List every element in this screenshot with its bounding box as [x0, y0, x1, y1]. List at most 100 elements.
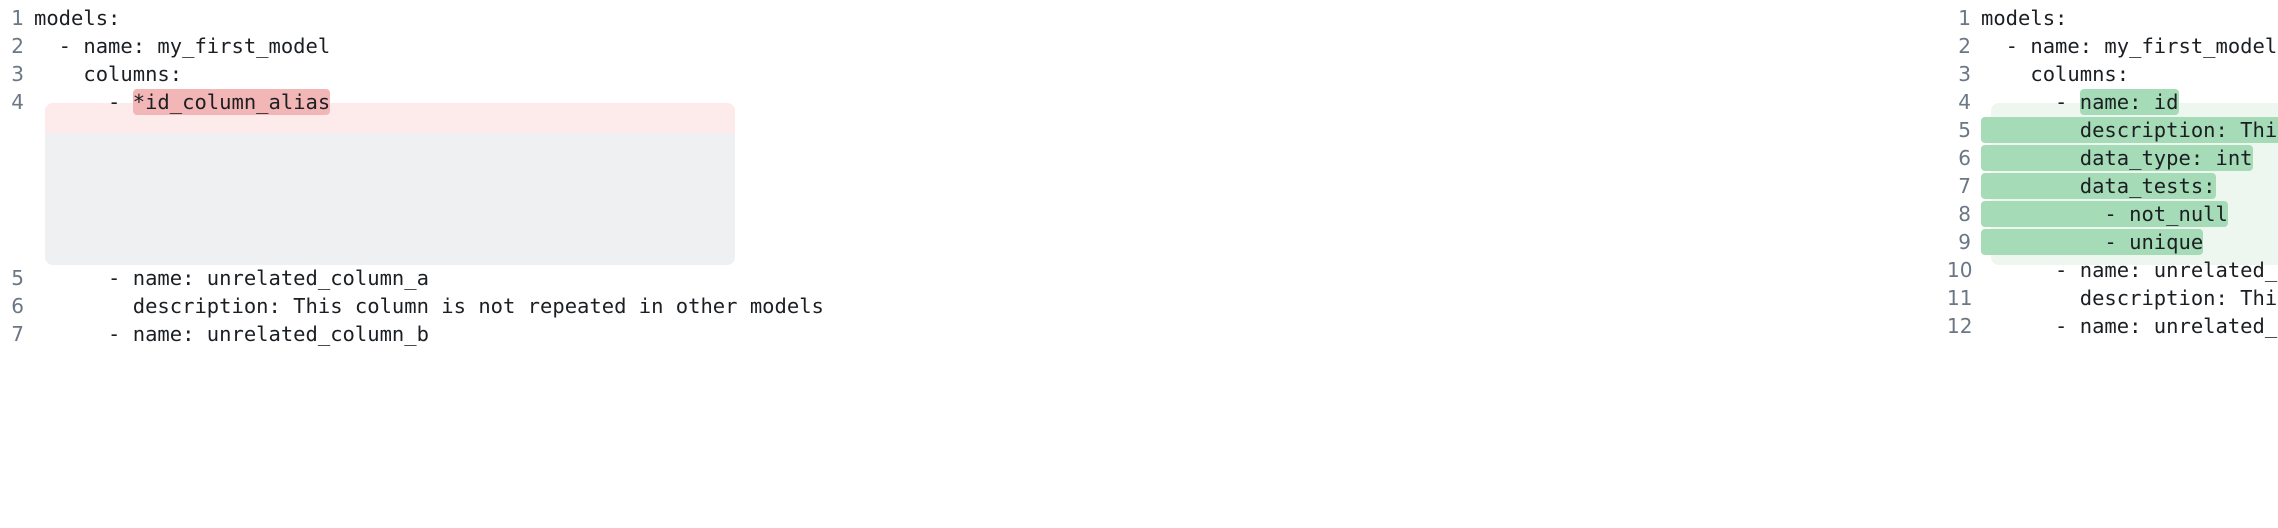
- code-line-body: - name: unrelated_column_a: [1981, 258, 2278, 282]
- code-plain-text: - name: unrelated_column_b: [2055, 314, 2278, 338]
- code-text: data_type: int: [1981, 144, 2278, 172]
- code-line: 4 - *id_column_alias: [0, 88, 1139, 116]
- code-line-body: - *id_column_alias: [34, 89, 331, 115]
- added-token: name: id: [2079, 89, 2179, 115]
- line-number: 7: [11, 322, 24, 346]
- code-text: - name: unrelated_column_a: [34, 264, 1139, 292]
- line-number: 5: [11, 266, 24, 290]
- code-line: 10 - name: unrelated_column_a: [1947, 256, 2278, 284]
- code-line-body: - name: id: [1981, 89, 2179, 115]
- code-indent: -: [34, 90, 133, 114]
- code-line: 11 description: This column is not repea…: [1947, 284, 2278, 312]
- collapsed-placeholder-gap: [0, 116, 1139, 264]
- code-plain-text: - name: my_first_model: [1981, 34, 2278, 58]
- line-number: 10: [1947, 258, 1973, 282]
- code-line: 3 columns:: [0, 60, 1139, 88]
- code-line-body: description: This is a unique identifier…: [1981, 117, 2278, 143]
- code-line-body: - name: unrelated_column_a: [34, 266, 429, 290]
- code-text: models:: [1981, 4, 2278, 32]
- line-number: 12: [1947, 314, 1973, 338]
- line-number: 6: [11, 294, 24, 318]
- line-number: 3: [11, 62, 24, 86]
- code-line: 1 models:: [1947, 4, 2278, 32]
- code-line: 3 columns:: [1947, 60, 2278, 88]
- code-line-body: - not_null: [1981, 201, 2228, 227]
- code-line: 2 - name: my_first_model: [1947, 32, 2278, 60]
- added-token: - unique: [1981, 229, 2204, 255]
- code-text: - name: id: [1981, 88, 2278, 116]
- code-text: data_tests:: [1981, 172, 2278, 200]
- code-line: 2 - name: my_first_model: [0, 32, 1139, 60]
- code-line-body: - name: my_first_model: [34, 34, 331, 58]
- code-text: - name: unrelated_column_a: [1981, 256, 2278, 284]
- code-line: 12 - name: unrelated_column_b: [1947, 312, 2278, 340]
- code-plain-text: description: This column is not repeated…: [34, 294, 824, 318]
- code-text: - not_null: [1981, 200, 2278, 228]
- code-line: 8 - not_null: [1947, 200, 2278, 228]
- line-number: 1: [11, 6, 24, 30]
- line-number: 11: [1947, 286, 1973, 310]
- code-plain-text: columns:: [1981, 62, 2130, 86]
- code-text: columns:: [1981, 60, 2278, 88]
- code-line: 6 description: This column is not repeat…: [0, 292, 1139, 320]
- code-text: - name: unrelated_column_b: [34, 320, 1139, 348]
- code-line-body: models:: [1981, 6, 2067, 30]
- code-line-body: - unique: [1981, 229, 2204, 255]
- line-number: 7: [1958, 174, 1971, 198]
- code-text: description: This column is not repeated…: [1981, 284, 2278, 312]
- code-line: 7 data_tests:: [1947, 172, 2278, 200]
- code-text: - unique: [1981, 228, 2278, 256]
- line-number: 2: [1958, 34, 1971, 58]
- line-number: 5: [1958, 118, 1971, 142]
- code-line-body: data_tests:: [1981, 173, 2216, 199]
- code-text: models:: [34, 4, 1139, 32]
- code-text: - name: my_first_model: [34, 32, 1139, 60]
- code-line: 7 - name: unrelated_column_b: [0, 320, 1139, 348]
- code-line-body: columns:: [1981, 62, 2129, 86]
- code-line-body: - name: unrelated_column_b: [1981, 314, 2278, 338]
- code-line: 5 description: This is a unique identifi…: [1947, 116, 2278, 144]
- line-number: 4: [11, 90, 24, 114]
- removed-token: *id_column_alias: [132, 89, 331, 115]
- line-number: 8: [1958, 202, 1971, 226]
- code-line-body: description: This column is not repeated…: [1981, 286, 2278, 310]
- added-token: description: This is a unique identifier…: [1981, 117, 2278, 143]
- code-plain-text: - name: unrelated_column_a: [34, 266, 429, 290]
- code-line: 4 - name: id: [1947, 88, 2278, 116]
- code-text: description: This is a unique identifier…: [1981, 116, 2278, 144]
- line-number: 6: [1958, 146, 1971, 170]
- code-line: 5 - name: unrelated_column_a: [0, 264, 1139, 292]
- added-token: - not_null: [1981, 201, 2228, 227]
- code-line: 1 models:: [0, 4, 1139, 32]
- code-plain-text: - name: my_first_model: [34, 34, 331, 58]
- code-plain-text: description: This column is not repeated…: [2079, 286, 2278, 310]
- added-token: data_type: int: [1981, 145, 2253, 171]
- code-line-body: data_type: int: [1981, 145, 2253, 171]
- code-plain-text: models:: [34, 6, 121, 30]
- code-line-body: description: This column is not repeated…: [34, 294, 824, 318]
- code-text: - *id_column_alias: [34, 88, 1139, 116]
- code-plain-text: - name: unrelated_column_a: [2055, 258, 2278, 282]
- line-number: 1: [1958, 6, 1971, 30]
- added-token: data_tests:: [1981, 173, 2216, 199]
- line-number: 4: [1958, 90, 1971, 114]
- code-plain-text: models:: [1981, 6, 2068, 30]
- code-text: - name: unrelated_column_b: [1981, 312, 2278, 340]
- code-text: columns:: [34, 60, 1139, 88]
- code-line: 9 - unique: [1947, 228, 2278, 256]
- line-number: 9: [1958, 230, 1971, 254]
- code-indent: -: [1981, 90, 2080, 114]
- line-number: 3: [1958, 62, 1971, 86]
- code-line-body: - name: my_first_model: [1981, 34, 2278, 58]
- line-number: 2: [11, 34, 24, 58]
- code-text: - name: my_first_model: [1981, 32, 2278, 60]
- code-line-body: - name: unrelated_column_b: [34, 322, 429, 346]
- code-plain-text: - name: unrelated_column_b: [34, 322, 429, 346]
- code-line-body: models:: [34, 6, 120, 30]
- code-text: description: This column is not repeated…: [34, 292, 1139, 320]
